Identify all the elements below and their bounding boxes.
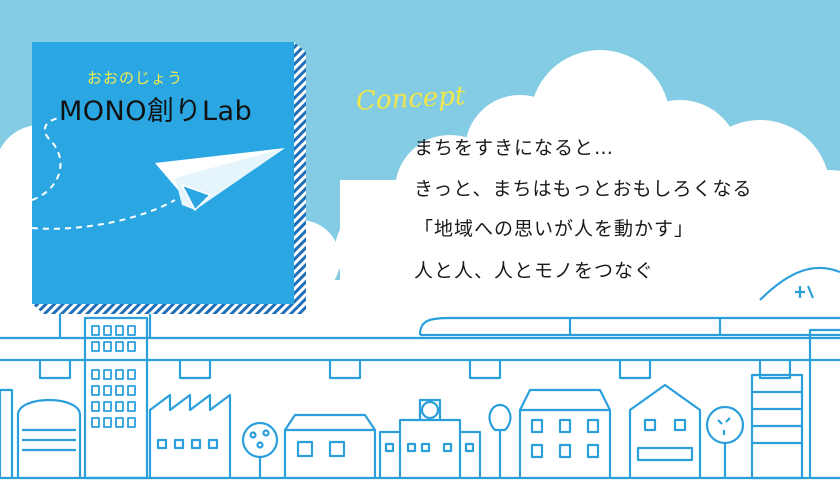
concept-line-4: 人と人、人とモノをつなぐ <box>414 260 655 282</box>
concept-line-2: きっと、まちはもっとおもしろくなる <box>414 178 753 200</box>
logo-panel <box>32 42 294 304</box>
concept-line-1: まちをすきになると… <box>414 137 615 159</box>
concept-line-3: 「地域への思いが人を動かす」 <box>414 218 695 240</box>
logo-title: MONO創りLab <box>59 96 253 127</box>
logo-subtitle: おおのじょう <box>87 69 184 87</box>
